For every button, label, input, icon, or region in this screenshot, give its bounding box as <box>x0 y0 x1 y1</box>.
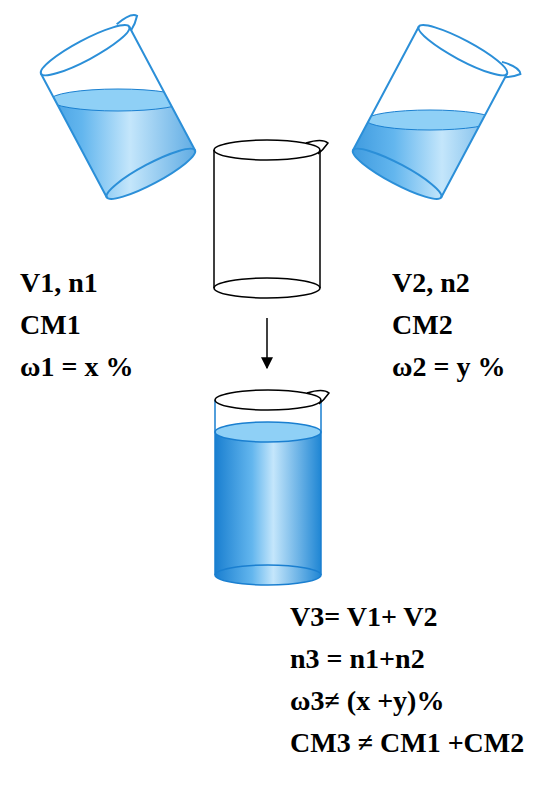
flow-arrow <box>266 318 268 368</box>
formula-label: ω1 = x % <box>20 350 133 384</box>
formula-label: CM2 <box>392 308 453 342</box>
formula-label: CM3 ≠ CM1 +CM2 <box>290 726 524 760</box>
formula-label: n3 = n1+n2 <box>290 642 425 676</box>
pouring-beaker <box>223 0 548 419</box>
pouring-beaker <box>0 0 325 399</box>
formula-label: ω2 = y % <box>392 350 505 384</box>
formula-label: V2, n2 <box>392 266 470 300</box>
formula-label: CM1 <box>20 308 81 342</box>
formula-label: V1, n1 <box>20 266 98 300</box>
formula-label: V3= V1+ V2 <box>290 600 438 634</box>
mixed-beaker <box>215 390 329 585</box>
formula-label: ω3≠ (x +y)% <box>290 684 444 718</box>
empty-beaker <box>214 140 328 298</box>
